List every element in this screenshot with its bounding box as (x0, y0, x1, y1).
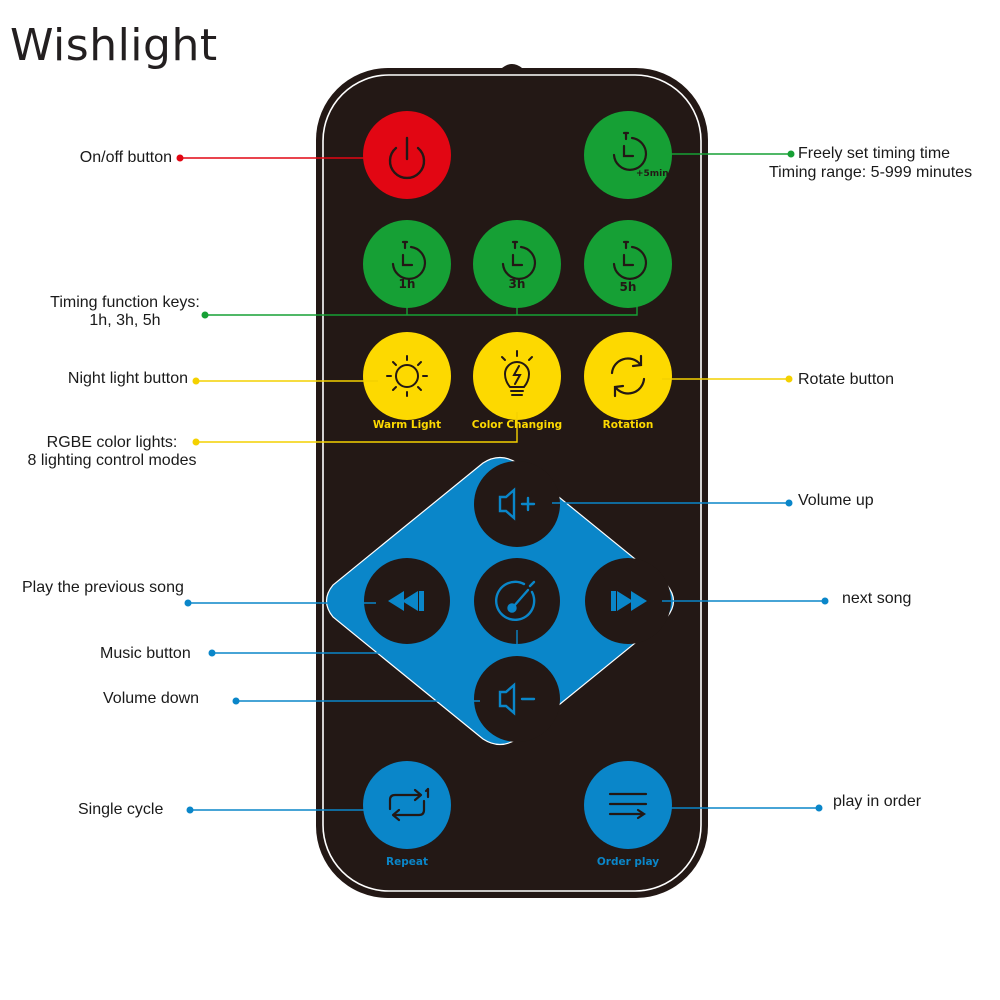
timer-1h-label: 1h (399, 277, 416, 291)
power-button[interactable] (363, 111, 451, 199)
repeat-button[interactable] (363, 761, 451, 849)
callout-timing-keys (201, 300, 638, 319)
list-order-icon (608, 792, 648, 820)
label-timing-keys-1: Timing function keys: (50, 294, 200, 311)
label-rotate: Rotate button (798, 371, 895, 388)
label-music: Music button (100, 645, 191, 662)
stopwatch-icon (612, 240, 648, 280)
callout-play-in-order (660, 804, 823, 812)
sun-icon (386, 355, 428, 397)
rotation-button[interactable] (584, 332, 672, 420)
label-rgbe-2: 8 lighting control modes (27, 452, 197, 469)
label-volume-down: Volume down (103, 690, 200, 707)
callout-timing-set (665, 150, 795, 158)
callout-next (662, 597, 829, 605)
next-song-button[interactable] (585, 558, 671, 644)
callout-previous (184, 599, 376, 607)
speaker-minus-icon (498, 682, 536, 716)
label-next: next song (842, 590, 912, 607)
order-play-label: Order play (597, 856, 659, 868)
warm-light-button[interactable] (363, 332, 451, 420)
repeat-one-icon (388, 787, 430, 822)
rotation-label: Rotation (603, 419, 654, 431)
previous-song-button[interactable] (364, 558, 450, 644)
timer-plus-5min-button[interactable]: +5min (584, 111, 672, 199)
callout-night-light (192, 377, 378, 385)
volume-down-button[interactable] (474, 656, 560, 742)
callout-onoff (176, 154, 372, 162)
rotate-icon (610, 354, 646, 398)
callout-volume-up (552, 499, 793, 507)
order-play-button[interactable] (584, 761, 672, 849)
timer-3h-label: 3h (509, 277, 526, 291)
color-changing-button[interactable] (473, 332, 561, 420)
volume-up-button[interactable] (474, 461, 560, 547)
timer-5h-label: 5h (620, 280, 637, 294)
fast-forward-icon (611, 591, 647, 611)
label-onoff: On/off button (79, 149, 172, 166)
brand-title: Wishlight (10, 20, 218, 71)
music-disc-icon (494, 580, 536, 622)
music-button[interactable] (474, 558, 560, 644)
stopwatch-icon (501, 240, 537, 280)
callout-rgbe (192, 412, 518, 446)
power-icon (388, 136, 426, 180)
remote-top-nub (502, 64, 522, 68)
timer-3h-button[interactable]: 3h (473, 220, 561, 308)
timer-plus-5min-label: +5min (636, 169, 669, 179)
warm-light-label: Warm Light (373, 419, 441, 431)
timer-1h-button[interactable]: 1h (363, 220, 451, 308)
rewind-icon (388, 591, 424, 611)
label-night-light: Night light button (67, 370, 188, 387)
repeat-label: Repeat (386, 856, 428, 868)
stopwatch-icon (612, 131, 648, 171)
label-timing-keys-2: 1h, 3h, 5h (89, 312, 161, 329)
label-single-cycle: Single cycle (78, 801, 164, 818)
callout-volume-down (232, 697, 480, 705)
label-previous: Play the previous song (22, 579, 184, 596)
remote-inner-border (322, 74, 702, 892)
callout-single-cycle (186, 806, 376, 814)
label-timing-set-1: Freely set timing time (798, 145, 951, 162)
stopwatch-icon (391, 240, 427, 280)
callout-rotate (662, 375, 793, 383)
timer-5h-button[interactable]: 5h (584, 220, 672, 308)
label-timing-set-2: Timing range: 5-999 minutes (769, 164, 973, 181)
callout-music (208, 630, 518, 657)
lightbulb-icon (501, 350, 533, 396)
label-rgbe-1: RGBE color lights: (46, 434, 178, 451)
speaker-plus-icon (498, 487, 536, 521)
label-volume-up: Volume up (798, 492, 874, 509)
label-play-in-order: play in order (833, 793, 922, 810)
